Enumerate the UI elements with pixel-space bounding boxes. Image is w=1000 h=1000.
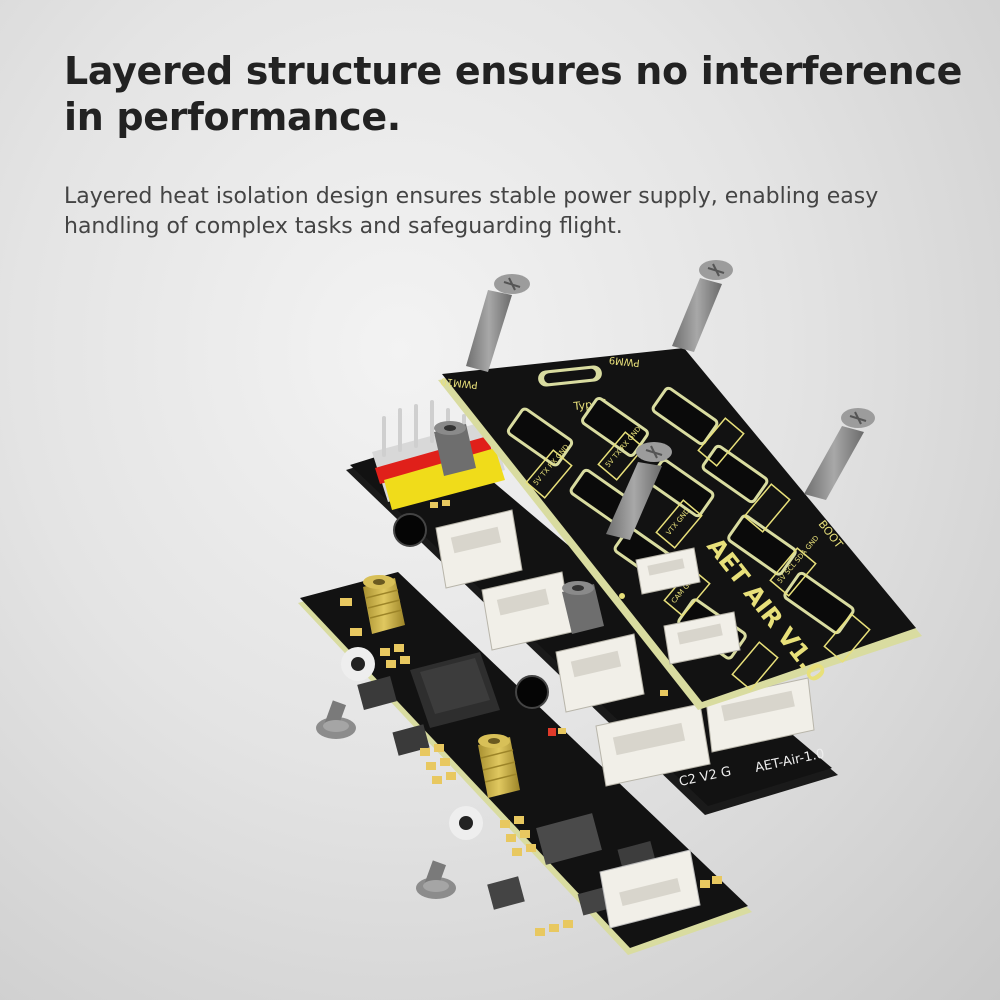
chip [536, 813, 602, 865]
pwm-label: PWM9 [608, 354, 640, 368]
subtext: Layered heat isolation design ensures st… [64, 184, 879, 239]
window-cutout [783, 571, 855, 635]
window-cutout [701, 444, 769, 504]
chip [392, 724, 430, 756]
small-screw [316, 700, 356, 739]
chip [487, 876, 525, 910]
window-cutout [506, 407, 574, 467]
screw [466, 274, 530, 372]
connector [663, 611, 741, 665]
screw [804, 408, 875, 500]
standoff [363, 575, 405, 634]
chip [357, 676, 397, 710]
washer [341, 647, 375, 681]
connector [635, 547, 701, 595]
headline: Layered structure ensures no interferenc… [64, 49, 963, 139]
pwm-label: PWM10 [440, 375, 478, 390]
window-cutout [727, 514, 797, 576]
standoff [562, 581, 604, 634]
connector [435, 509, 523, 589]
window-cutout [651, 386, 719, 446]
screw [606, 442, 672, 540]
small-screw [416, 860, 456, 899]
connector [555, 633, 645, 713]
washer [449, 806, 483, 840]
standoff [478, 734, 520, 798]
standoff [434, 421, 476, 476]
connector [595, 703, 711, 787]
top-board: TypeC 5V TX RX GND 5V TX RX G [438, 348, 922, 710]
screw [672, 260, 733, 352]
